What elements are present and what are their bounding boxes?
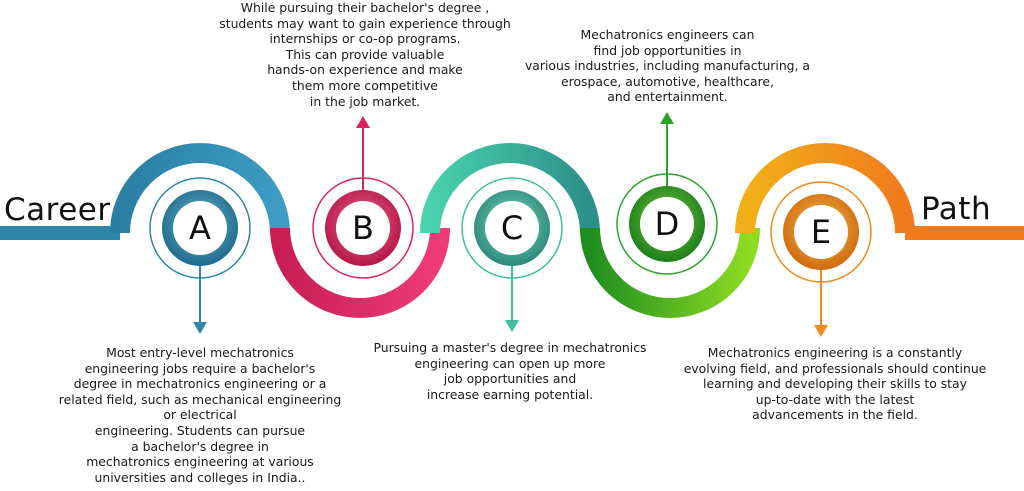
node-d: [616, 173, 718, 275]
title-path: Path: [921, 191, 992, 227]
path-segment-e: [735, 143, 915, 234]
path-segment-d: [580, 227, 760, 318]
step-d-description: Mechatronics engineers can find job oppo…: [524, 27, 811, 105]
step-b-description: While pursuing their bachelor's degree ,…: [219, 0, 511, 109]
arrow-d-up: [660, 112, 674, 192]
node-e-letter: E: [810, 213, 832, 251]
path-segment-c: [420, 143, 600, 234]
node-b-letter: B: [352, 209, 374, 247]
node-b: [312, 177, 414, 279]
arrow-e-down: [814, 262, 828, 337]
step-e-description: Mechatronics engineering is a constantly…: [683, 345, 987, 423]
step-a-description: Most entry-level mechatronics engineerin…: [58, 345, 342, 485]
node-d-letter: D: [654, 205, 680, 243]
node-c: [461, 177, 563, 279]
path-segment-a: [110, 143, 290, 234]
node-a: [149, 177, 251, 279]
path-segment-b: [270, 227, 450, 318]
arrow-b-up: [356, 116, 370, 196]
arrow-a-down: [193, 262, 207, 334]
title-career: Career: [4, 192, 111, 228]
step-c-description: Pursuing a master's degree in mechatroni…: [373, 340, 647, 402]
node-c-letter: C: [500, 209, 524, 247]
arrow-c-down: [505, 262, 519, 332]
node-a-letter: A: [189, 209, 211, 247]
node-e: [770, 181, 872, 283]
